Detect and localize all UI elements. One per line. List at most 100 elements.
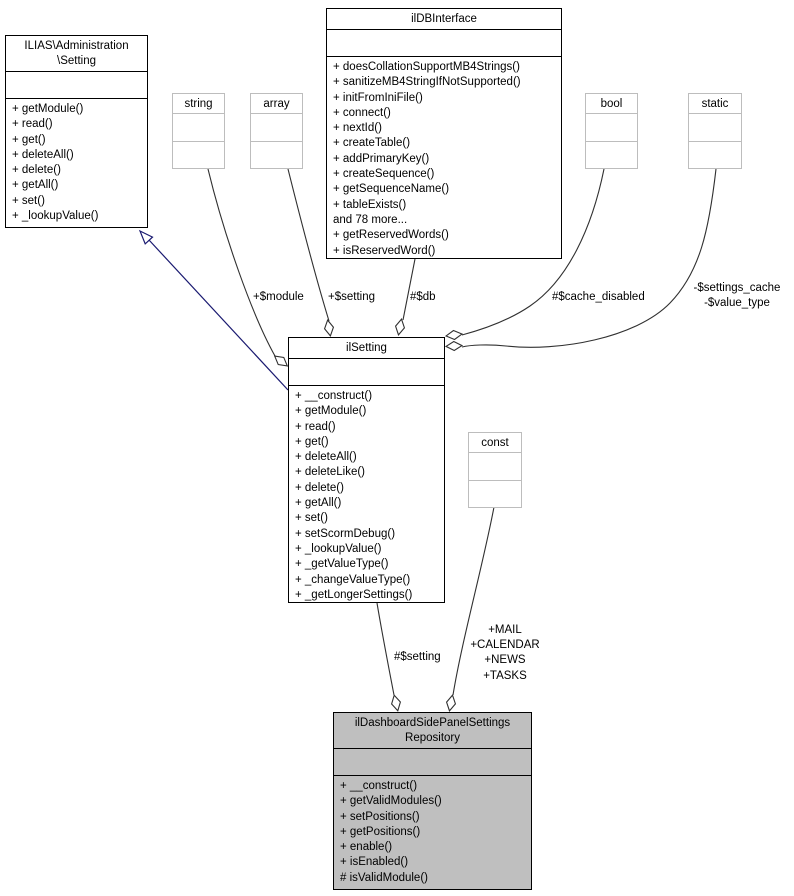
type-box-static: static <box>688 93 742 169</box>
text-line: + getAll() <box>295 497 342 510</box>
text-line: + getSequenceName() <box>333 183 450 196</box>
text-line: +MAIL <box>488 624 522 636</box>
text-line: ilSetting <box>346 342 387 354</box>
class-title: ilDBInterface <box>327 9 561 30</box>
text-line: + __construct() <box>295 390 373 402</box>
empty-compartment <box>173 113 224 141</box>
text-line: \Setting <box>57 55 96 67</box>
text-line: + _lookupValue() <box>295 542 382 555</box>
empty-compartment <box>173 140 224 169</box>
text-line: + getModule() <box>295 405 367 418</box>
text-line: + addPrimaryKey() <box>333 152 430 165</box>
text-line: + deleteLike() <box>295 466 365 479</box>
type-title: bool <box>600 98 623 110</box>
edge-ilsetting-to-repository <box>376 602 395 696</box>
text-line: + set() <box>295 512 328 525</box>
empty-compartment <box>689 113 741 141</box>
text-line: + getAll() <box>12 179 59 192</box>
class-box-ilsetting[interactable]: ilSetting + __construct()+ getModule()+ … <box>288 337 445 603</box>
edge-string-to-ilsetting <box>207 168 276 357</box>
edge-label-module: +$module <box>253 291 304 303</box>
edge-db-to-ilsetting <box>402 258 416 321</box>
empty-compartment <box>251 140 302 169</box>
aggregation-diamond <box>444 340 464 352</box>
text-line: + _getLongerSettings() <box>295 588 413 601</box>
class-title: ilSetting <box>289 338 444 359</box>
class-box-ilias-administration-setting[interactable]: ILIAS\Administration \Setting + getModule… <box>5 35 148 228</box>
aggregation-diamond <box>444 329 464 341</box>
aggregation-diamond <box>273 355 289 367</box>
edge-label-const-modules: +MAIL+CALENDAR+NEWS+TASKS <box>459 623 551 684</box>
text-line: ilDBInterface <box>411 13 477 25</box>
text-line: + sanitizeMB4StringIfNotSupported() <box>333 76 521 89</box>
edge-array-to-ilsetting <box>287 168 330 322</box>
text-line: + enable() <box>340 841 393 854</box>
type-title: array <box>263 98 290 110</box>
type-title: static <box>701 98 729 110</box>
edge-label-db: #$db <box>410 291 436 303</box>
text-line: + read() <box>12 118 53 131</box>
edge-label-settings-cache: -$settings_cache -$value_type <box>682 281 792 311</box>
empty-compartment <box>469 479 521 508</box>
attributes-compartment <box>289 359 444 386</box>
text-line: + _getValueType() <box>295 558 389 571</box>
text-line: + setScormDebug() <box>295 527 396 540</box>
text-line: + getValidModules() <box>340 795 442 808</box>
inheritance-edge <box>148 239 289 391</box>
inheritance-arrowhead <box>138 229 154 245</box>
text-line: ILIAS\Administration <box>24 40 129 52</box>
text-line: + getReservedWords() <box>333 229 449 242</box>
text-line: + createSequence() <box>333 168 435 181</box>
text-line: + get() <box>12 133 46 146</box>
text-line: + connect() <box>333 106 391 119</box>
text-line: + isReservedWord() <box>333 244 436 257</box>
text-line: + delete() <box>295 481 344 494</box>
text-line: + isEnabled() <box>340 856 409 869</box>
text-line: + tableExists() <box>333 198 407 211</box>
aggregation-diamond <box>394 318 406 336</box>
empty-compartment <box>689 140 741 169</box>
text-line: + getPositions() <box>340 825 421 838</box>
text-line: + __construct() <box>340 780 418 792</box>
text-line: + _changeValueType() <box>295 573 411 586</box>
text-line: Repository <box>405 732 460 744</box>
text-line: + delete() <box>12 164 61 177</box>
text-line: + initFromIniFile() <box>333 91 423 104</box>
methods-compartment: + doesCollationSupportMB4Strings() + sani… <box>327 57 561 258</box>
text-line: + setPositions() <box>340 810 420 823</box>
aggregation-diamond <box>391 694 401 712</box>
methods-compartment: + __construct() + getValidModules() + setP… <box>334 776 531 889</box>
text-line: and 78 more... <box>333 213 408 226</box>
aggregation-diamond <box>445 694 457 712</box>
text-line: -$settings_cache <box>693 282 781 294</box>
class-box-ildbinterface[interactable]: ilDBInterface + doesCollationSupportMB4S… <box>326 8 562 259</box>
text-line: +TASKS <box>483 669 527 682</box>
text-line: + getModule() <box>12 103 84 115</box>
text-line: +NEWS <box>484 654 526 667</box>
type-box-array: array <box>250 93 303 169</box>
type-box-string: string <box>172 93 225 169</box>
type-box-const: const <box>468 432 522 508</box>
text-line: + get() <box>295 435 329 448</box>
empty-compartment <box>586 140 637 169</box>
methods-compartment: + getModule()+ read()+ get()+ deleteAll(… <box>6 99 147 227</box>
text-line: + _lookupValue() <box>12 210 99 223</box>
text-line: + doesCollationSupportMB4Strings() <box>333 61 520 73</box>
empty-compartment <box>469 452 521 480</box>
type-title: string <box>184 98 213 110</box>
text-line: ilDashboardSidePanelSettings <box>354 717 511 729</box>
attributes-compartment <box>6 72 147 99</box>
edge-label-cache-disabled: #$cache_disabled <box>552 291 645 303</box>
text-line: + set() <box>12 194 45 207</box>
text-line: + read() <box>295 420 336 433</box>
methods-compartment: + __construct() + getModule() + read() + ge… <box>289 386 444 602</box>
type-title: const <box>481 437 509 449</box>
edge-label-setting: +$setting <box>328 291 375 303</box>
edge-static-to-ilsetting <box>461 168 717 348</box>
text-line: + deleteAll() <box>295 451 357 464</box>
text-line: -$value_type <box>704 297 770 310</box>
